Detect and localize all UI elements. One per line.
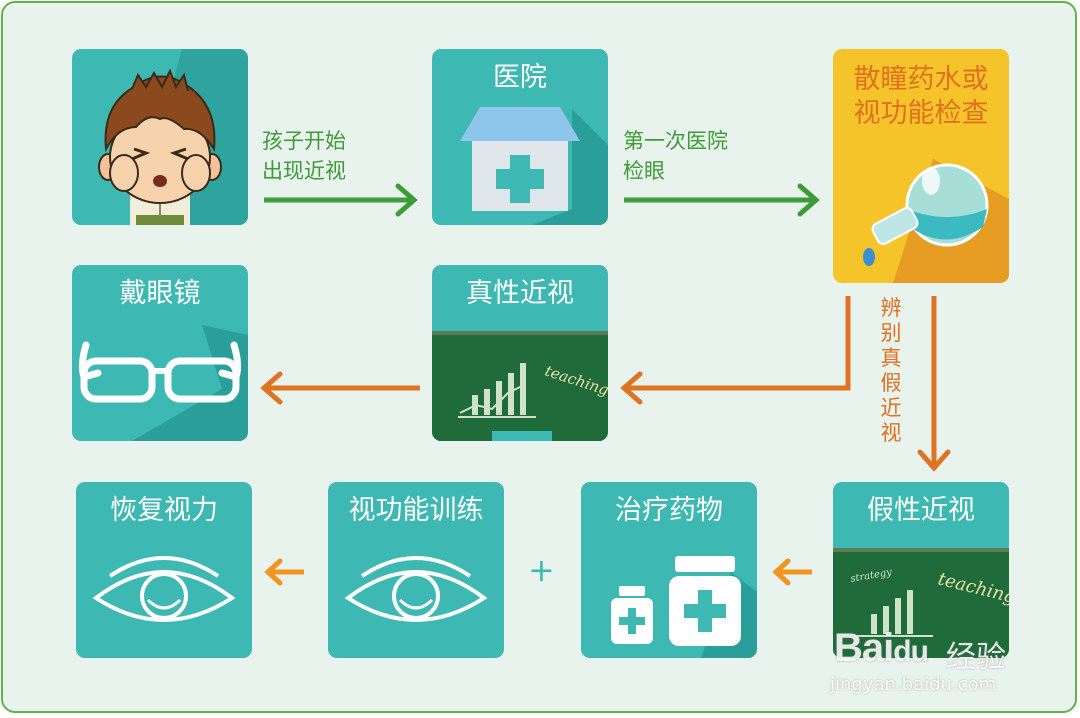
chalkboard-illustration: teaching xyxy=(432,331,608,441)
tile-hospital: 医院 xyxy=(432,49,608,225)
watermark-url: jingyan.baidu.com xyxy=(830,674,997,695)
tile-title: 真性近视 xyxy=(466,278,574,309)
arrow-check-to-pseudo-myopia xyxy=(917,296,951,472)
tile-title-line2: 视功能检查 xyxy=(853,98,989,129)
tile-title: 戴眼镜 xyxy=(119,278,201,309)
distinguish-char: 近 xyxy=(880,396,902,420)
tile-child xyxy=(72,49,248,225)
arrow-check-to-true-myopia xyxy=(620,296,851,405)
arrow-pseudo-to-medicine xyxy=(772,558,812,586)
arrow-label-hospital-line2: 检眼 xyxy=(623,159,665,183)
tile-vision-training: 视功能训练 xyxy=(328,482,504,658)
arrow-label-child-line1: 孩子开始 xyxy=(262,129,346,153)
eye-dropper-flask-icon xyxy=(863,159,1009,283)
arrow-true-myopia-to-glasses xyxy=(260,371,420,405)
eye-icon xyxy=(344,556,488,622)
hospital-icon xyxy=(460,107,608,225)
tile-recovery: 恢复视力 xyxy=(76,482,252,658)
watermark-brand: Baidu xyxy=(834,626,929,670)
tile-title: 医院 xyxy=(493,62,547,93)
glasses-icon xyxy=(78,325,248,441)
distinguish-char: 假 xyxy=(880,371,902,395)
child-rubbing-eyes-illustration xyxy=(98,49,248,225)
distinguish-char: 真 xyxy=(880,346,902,370)
chalkboard-illustration: strategy teaching xyxy=(833,548,1009,658)
arrow-hospital-to-check xyxy=(624,183,820,217)
tile-title: 恢复视力 xyxy=(110,495,218,526)
tile-title: 视功能训练 xyxy=(348,495,484,526)
tile-medicine: 治疗药物 xyxy=(581,482,757,658)
tile-title-line1: 散瞳药水或 xyxy=(853,64,989,95)
distinguish-char: 视 xyxy=(880,421,902,445)
tile-dilation-check: 散瞳药水或 视功能检查 xyxy=(833,49,1009,283)
tile-true-myopia: 真性近视 teaching xyxy=(432,265,608,441)
watermark-cn: 经验 xyxy=(946,640,1006,675)
medicine-bottles-icon xyxy=(611,556,757,658)
arrow-label-child-line2: 出现近视 xyxy=(262,159,346,183)
arrow-label-hospital-line1: 第一次医院 xyxy=(623,129,728,153)
baidu-jingyan-watermark: Baidu 经验 jingyan.baidu.com xyxy=(826,620,1036,700)
arrow-training-to-recovery xyxy=(264,558,304,586)
tile-glasses: 戴眼镜 xyxy=(72,265,248,441)
plus-sign: + xyxy=(528,551,555,589)
distinguish-char: 辨 xyxy=(880,296,902,320)
tile-pseudo-myopia: 假性近视 strategy teaching xyxy=(833,482,1009,658)
tile-title: 假性近视 xyxy=(867,495,975,526)
arrow-child-to-hospital xyxy=(264,183,418,217)
tile-title: 治疗药物 xyxy=(615,495,723,526)
eye-icon xyxy=(92,556,236,622)
distinguish-char: 别 xyxy=(880,321,902,345)
